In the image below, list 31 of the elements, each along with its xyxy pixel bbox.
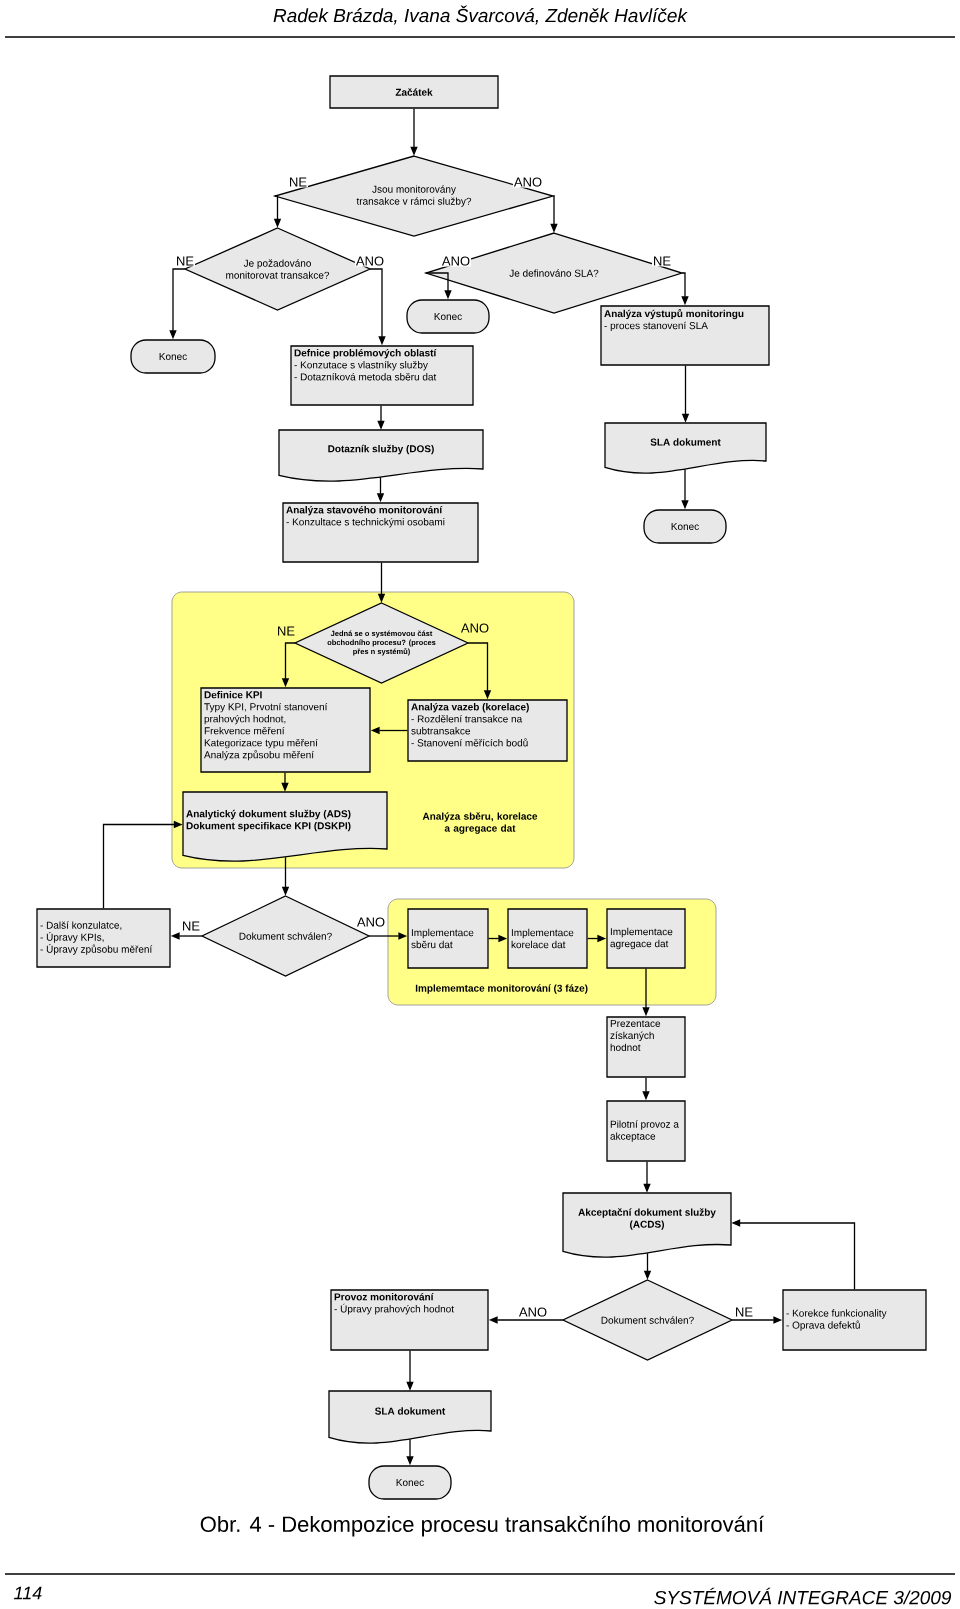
process-box: Implementace korelace dat bbox=[507, 908, 588, 969]
process-box: Pilotní provoz a akceptace bbox=[606, 1100, 686, 1162]
process-box: Analýza stavového monitorování - Konzultace s technickými osobami bbox=[282, 502, 479, 563]
figure-caption: Obr. 4 - Dekompozice procesu transakčního monitorování bbox=[200, 1515, 765, 1537]
terminal-box: Konec bbox=[368, 1465, 452, 1500]
edge-label: ANO bbox=[440, 255, 472, 267]
terminal-box: Konec bbox=[406, 299, 490, 334]
process-box: Implementace sběru dat bbox=[407, 908, 489, 969]
page-header: Radek Brázda, Ivana Švarcová, Zdeněk Havlíček bbox=[273, 5, 688, 25]
process-box: Analýza výstupů monitoringu - proces stanovení SLA bbox=[600, 305, 770, 366]
edge-label: NE bbox=[287, 176, 309, 188]
process-box: Analýza vazeb (korelace) - Rozdělení transakce na subtransakce - Stanovení měřících bodů bbox=[407, 699, 568, 762]
edge-label: NE bbox=[651, 255, 673, 267]
process-box: - Korekce funkcionality - Oprava defektů bbox=[782, 1289, 927, 1351]
edge-label: ANO bbox=[517, 1306, 549, 1318]
edge-label: NE bbox=[733, 1306, 755, 1318]
process-box: Provoz monitorování - Úpravy prahových hodnot bbox=[330, 1289, 489, 1351]
process-box: Defnice problémových oblastí - Konzutace s vlastníky služby - Dotazníková metoda sběru dat bbox=[290, 345, 474, 406]
edge-label: NE bbox=[180, 920, 202, 932]
edge-label: NE bbox=[174, 255, 196, 267]
terminal-box: Konec bbox=[643, 509, 727, 544]
process-box: Implementace agregace dat bbox=[606, 908, 686, 969]
process-box: Definice KPI Typy KPI, Prvotní stanovení prahových hodnot, Frekvence měření Kategorizace typu měření Analýza způsobu měření bbox=[200, 687, 371, 773]
edge-label: ANO bbox=[354, 255, 386, 267]
journal-name: SYSTÉMOVÁ INTEGRACE 3/2009 bbox=[654, 1587, 952, 1605]
edge-label: ANO bbox=[512, 176, 544, 188]
process-box: Prezentace získaných hodnot bbox=[606, 1016, 686, 1078]
process-box: - Další konzulatce, - Úpravy KPIs, - Úpravy způsobu měření bbox=[36, 908, 171, 968]
page-number: 114 bbox=[14, 1586, 42, 1600]
process-box: Začátek bbox=[329, 75, 499, 109]
terminal-box: Konec bbox=[130, 339, 216, 374]
